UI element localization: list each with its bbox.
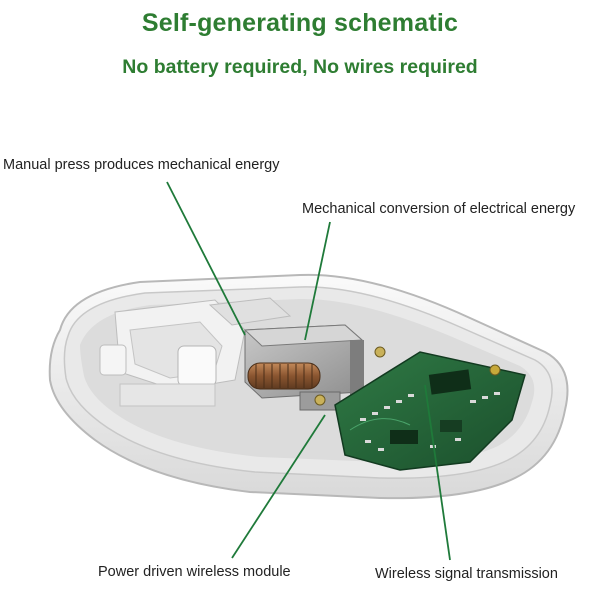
leader-line-power-module — [231, 414, 326, 559]
callout-mechanical-conversion: Mechanical conversion of electrical ener… — [302, 201, 576, 217]
leader-line-wireless-transmission — [424, 384, 451, 561]
callout-power-driven-module: Power driven wireless module — [98, 564, 291, 580]
leader-line-mechanical-conversion — [304, 221, 331, 341]
mechanical-press-frame — [99, 297, 292, 407]
diagram-subtitle: No battery required, No wires required — [122, 56, 478, 78]
callout-manual-press: Manual press produces mechanical energy — [3, 157, 280, 173]
leader-lines — [166, 181, 451, 561]
leader-line-manual-press — [166, 181, 246, 336]
callout-wireless-transmission: Wireless signal transmission — [375, 566, 558, 582]
copper-coil — [247, 346, 386, 411]
wireless-pcb — [334, 351, 526, 471]
diagram-title: Self-generating schematic — [141, 9, 459, 37]
